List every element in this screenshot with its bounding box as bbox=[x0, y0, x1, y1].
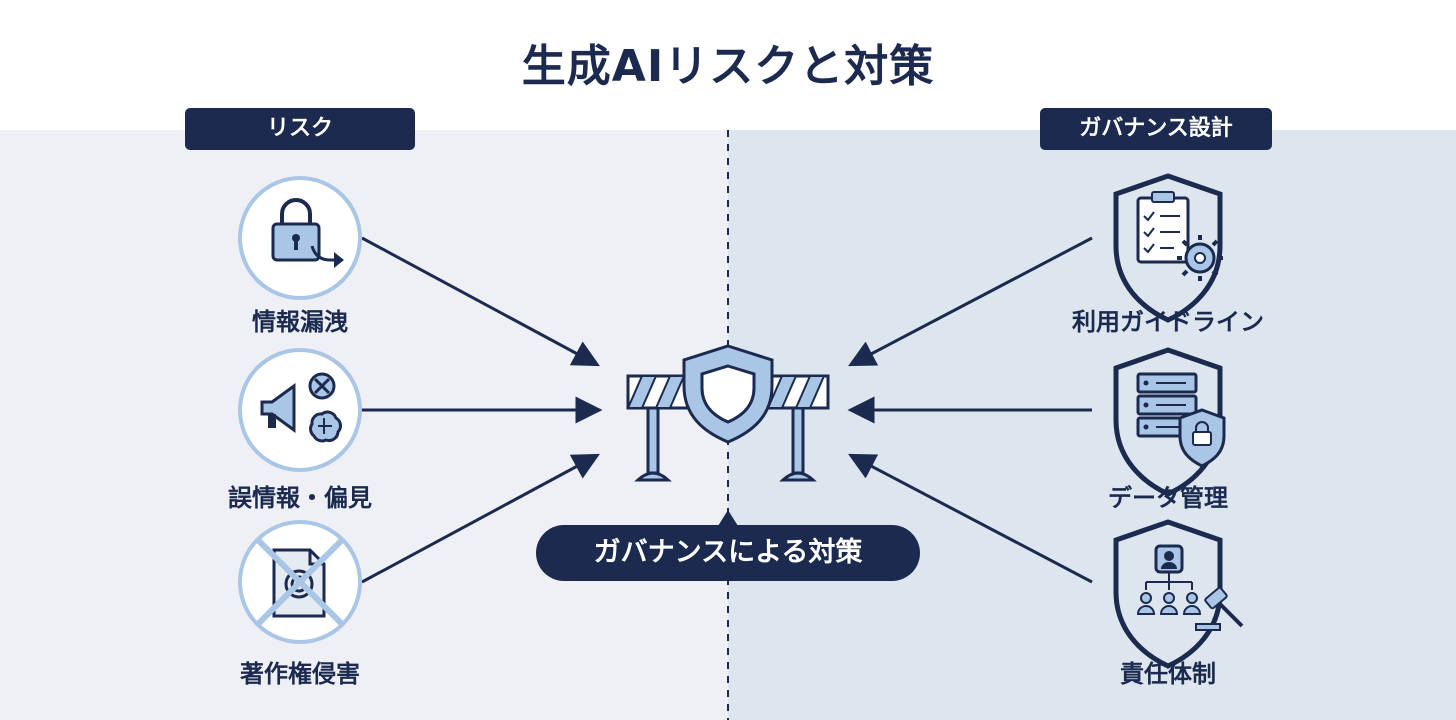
checklist-shield-icon bbox=[1113, 173, 1223, 323]
governance-label-3: 責任体制 bbox=[1120, 660, 1216, 688]
server-lock-shield-icon bbox=[1113, 347, 1226, 497]
risk-header: リスク bbox=[185, 108, 415, 150]
governance-header: ガバナンス設計 bbox=[1040, 108, 1272, 150]
risk-label-1: 情報漏洩 bbox=[252, 308, 348, 336]
org-gavel-shield-icon bbox=[1113, 519, 1244, 669]
risk-label-2: 誤情報・偏見 bbox=[228, 484, 372, 512]
governance-label-2: データ管理 bbox=[1108, 484, 1228, 512]
copyright-document-crossed-icon bbox=[238, 520, 362, 644]
barrier-shield-icon bbox=[626, 344, 830, 482]
megaphone-brain-icon bbox=[238, 348, 362, 472]
risk-label-3: 著作権侵害 bbox=[240, 660, 360, 688]
lock-leak-icon bbox=[238, 176, 362, 300]
arrow-risk-1 bbox=[361, 236, 600, 367]
arrow-risk-3 bbox=[361, 453, 600, 584]
arrow-gov-1 bbox=[848, 236, 1093, 367]
arrow-gov-3 bbox=[848, 453, 1093, 584]
risk-panel-background bbox=[0, 130, 728, 720]
page-title: 生成AIリスクと対策 bbox=[521, 41, 935, 92]
center-label: ガバナンスによる対策 bbox=[536, 525, 920, 581]
pill-pointer bbox=[718, 510, 738, 526]
governance-panel-background bbox=[728, 130, 1456, 720]
governance-label-1: 利用ガイドライン bbox=[1072, 308, 1264, 336]
